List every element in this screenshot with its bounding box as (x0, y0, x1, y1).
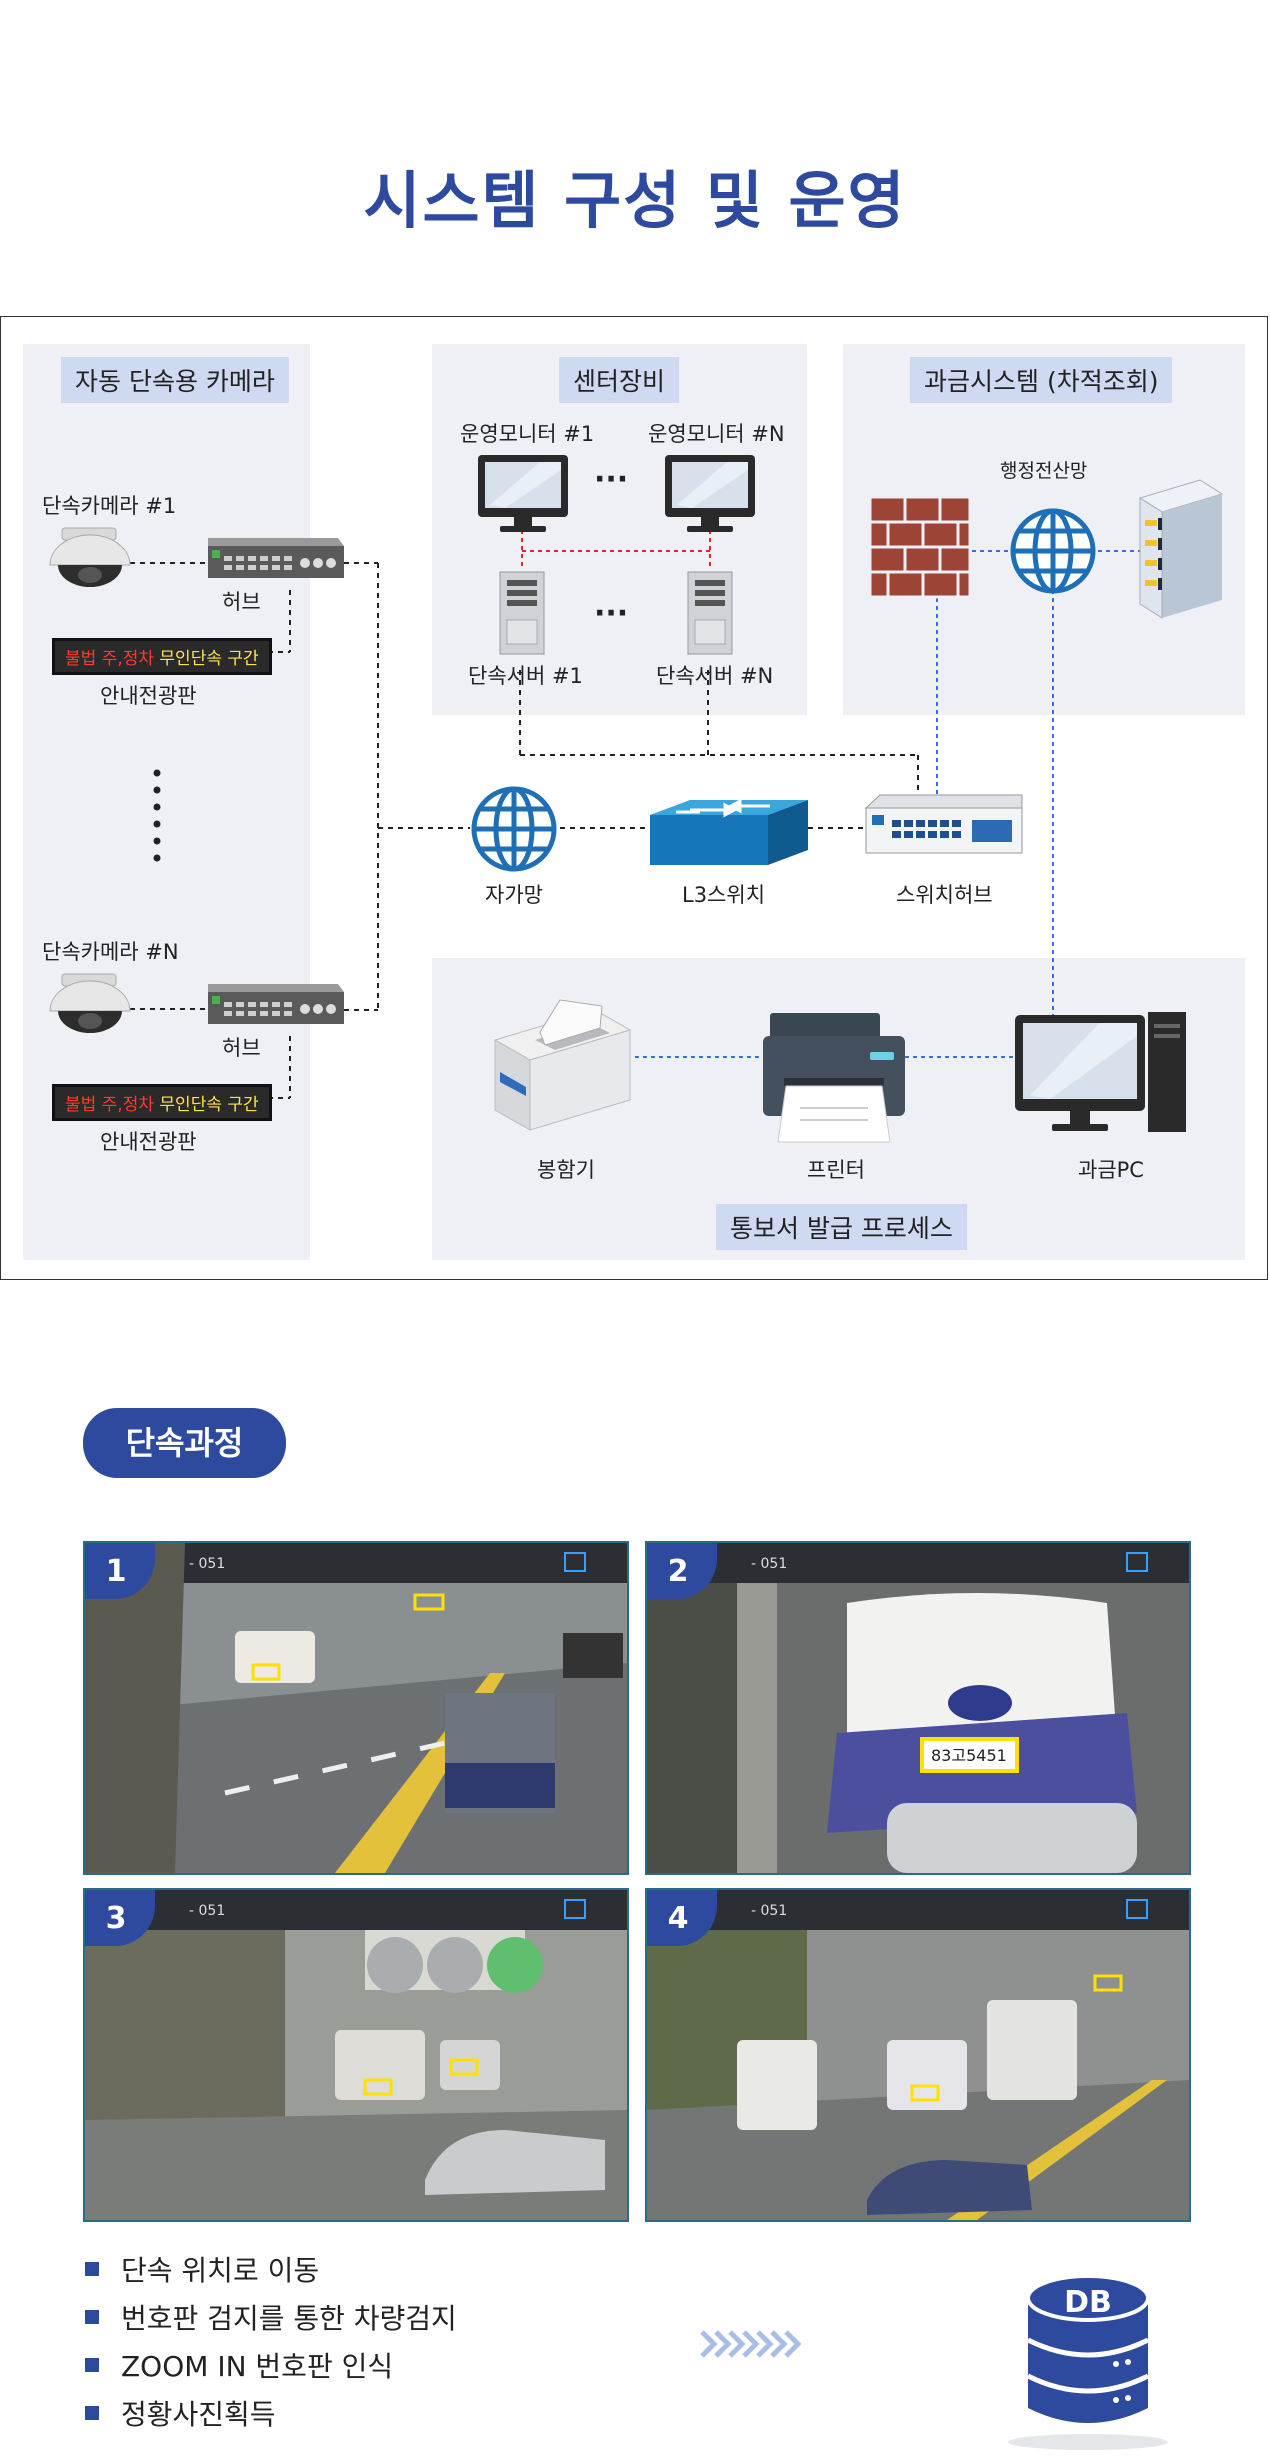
photo-3-scene: - 051 (85, 1890, 627, 2220)
notice-panel-footer: 통보서 발급 프로세스 (716, 1204, 967, 1250)
process-steps-list: 단속 위치로 이동 번호판 검지를 통한 차량검지 ZOOM IN 번호판 인식… (85, 2245, 457, 2437)
page-title: 시스템 구성 및 운영 (363, 164, 907, 237)
admin-network-label: 행정전산망 (1000, 460, 1088, 482)
photo-2-plate-text: 83고5451 (931, 1746, 1007, 1765)
process-step: 정황사진획득 (85, 2389, 457, 2437)
billing-pc-icon (1015, 1012, 1186, 1132)
chevron-arrows-icon (700, 2330, 802, 2358)
hub-1-label: 허브 (222, 590, 261, 614)
dome-camera-icon-1 (49, 527, 131, 587)
l3-switch-icon (650, 798, 808, 865)
monitor-icon-1 (478, 455, 568, 532)
photo-4-scene: - 051 (647, 1890, 1189, 2220)
bullet-square-icon (85, 2406, 99, 2420)
vertical-ellipsis-icon (153, 769, 161, 862)
monitor-1-label: 운영모니터 #1 (460, 422, 595, 446)
process-step: ZOOM IN 번호판 인식 (85, 2341, 457, 2389)
sign-n-yellow-text: 무인단속 구간 (159, 1095, 259, 1115)
photo-4-overlay-text: - 051 (751, 1903, 787, 1919)
sign-1-yellow-text: 무인단속 구간 (159, 649, 259, 669)
sign-1-caption: 안내전광판 (100, 684, 197, 708)
sealer-icon (493, 999, 632, 1131)
l3-switch-label: L3스위치 (682, 883, 766, 907)
billing-panel-header: 과금시스템 (차적조회) (910, 357, 1173, 403)
switch-hub-icon (864, 794, 1023, 854)
billing-pc-label: 과금PC (1078, 1158, 1144, 1182)
globe-icon-admin-network (1010, 508, 1096, 594)
sign-n-caption: 안내전광판 (100, 1130, 197, 1154)
process-step: 단속 위치로 이동 (85, 2245, 457, 2293)
process-photo-1: - 051 1 (83, 1541, 629, 1875)
process-photo-3: - 051 3 (83, 1888, 629, 2222)
server-n-label: 단속서버 #N (656, 664, 774, 688)
process-step-text: ZOOM IN 번호판 인식 (121, 2350, 394, 2383)
process-step-text: 번호판 검지를 통한 차량검지 (121, 2302, 457, 2335)
database-rack-icon (1138, 479, 1224, 619)
photo-1-scene: - 051 (85, 1543, 627, 1873)
printer-icon (763, 1013, 905, 1143)
printer-label: 프린터 (807, 1158, 865, 1182)
notice-sign-1: 불법 주,정차 무인단속 구간 (52, 638, 272, 675)
center-panel-header: 센터장비 (559, 357, 680, 403)
server-ellipsis: ··· (594, 596, 629, 631)
server-icon-1 (499, 571, 545, 655)
diagram-frame (0, 316, 1268, 1280)
process-pill: 단속과정 (83, 1408, 286, 1478)
camera-1-label: 단속카메라 #1 (42, 494, 177, 518)
center-panel (432, 344, 807, 715)
firewall-icon (868, 495, 972, 599)
hub-n-label: 허브 (222, 1036, 261, 1060)
own-network-label: 자가망 (485, 883, 543, 907)
database-icon: DB (1008, 2274, 1168, 2450)
process-photo-4: - 051 4 (645, 1888, 1191, 2222)
process-step-text: 단속 위치로 이동 (121, 2254, 320, 2287)
process-photo-2: 83고5451 - 051 2 (645, 1541, 1191, 1875)
photo-3-overlay-text: - 051 (189, 1903, 225, 1919)
photo-2-overlay-text: - 051 (751, 1556, 787, 1572)
server-icon-n (687, 571, 733, 655)
monitor-icon-n (665, 455, 755, 532)
hub-icon-n (208, 984, 344, 1024)
hub-icon-1 (208, 538, 344, 578)
dome-camera-icon-n (49, 973, 131, 1033)
sign-n-red-text: 불법 주,정차 (65, 1095, 155, 1115)
bullet-square-icon (85, 2358, 99, 2372)
switch-hub-label: 스위치허브 (896, 883, 993, 907)
bullet-square-icon (85, 2310, 99, 2324)
monitor-ellipsis: ··· (594, 462, 629, 497)
server-1-label: 단속서버 #1 (468, 664, 583, 688)
process-step: 번호판 검지를 통한 차량검지 (85, 2293, 457, 2341)
globe-icon-own-network (471, 786, 557, 872)
camera-n-label: 단속카메라 #N (42, 940, 179, 964)
monitor-n-label: 운영모니터 #N (648, 422, 785, 446)
process-step-text: 정황사진획득 (121, 2398, 276, 2431)
sign-1-red-text: 불법 주,정차 (65, 649, 155, 669)
bullet-square-icon (85, 2262, 99, 2276)
camera-panel-header: 자동 단속용 카메라 (61, 357, 289, 403)
database-label: DB (1064, 2285, 1112, 2320)
diagram-links (49, 455, 1224, 1143)
photo-2-scene: 83고5451 - 051 (647, 1543, 1189, 1873)
photo-1-overlay-text: - 051 (189, 1556, 225, 1572)
notice-sign-n: 불법 주,정차 무인단속 구간 (52, 1084, 272, 1121)
sealer-label: 봉함기 (537, 1158, 595, 1182)
